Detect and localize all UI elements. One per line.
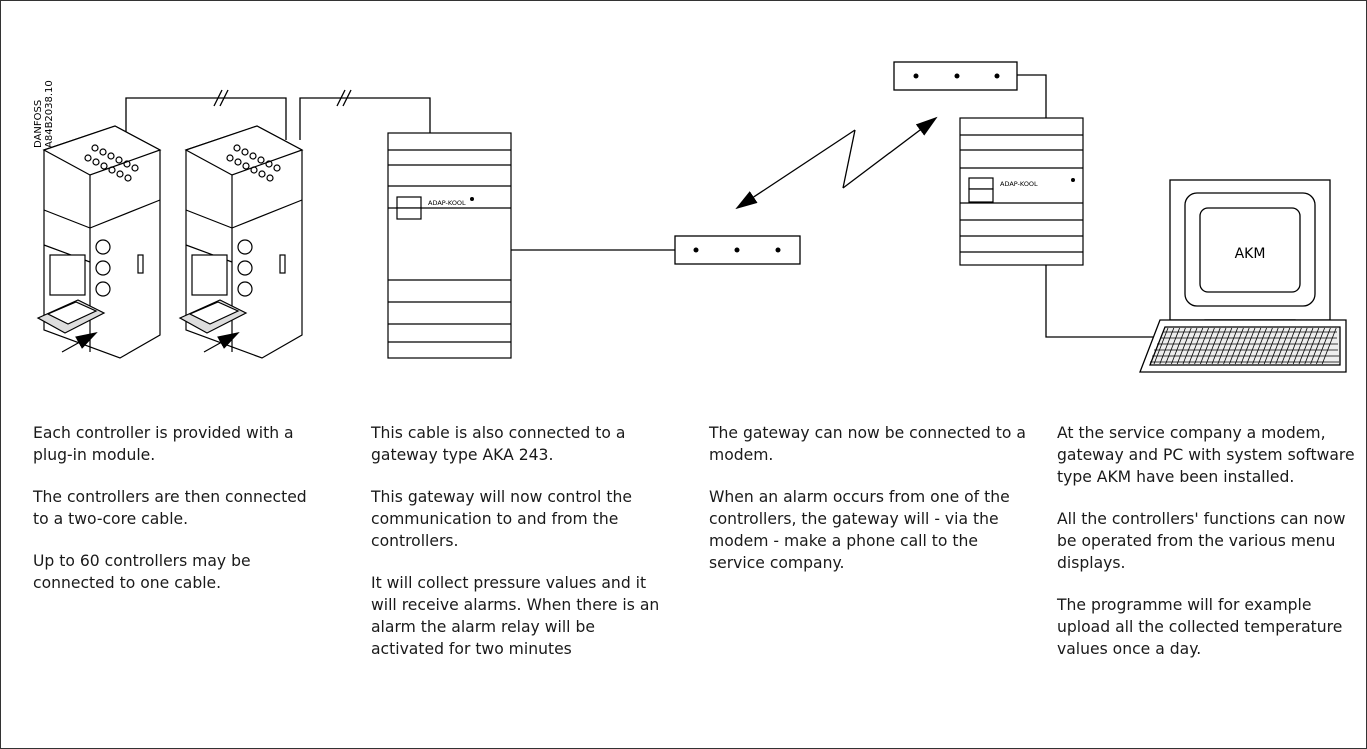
column-1-paragraph-1: Each controller is provided with a plug-… <box>33 424 294 464</box>
description-column-2: This cable is also connected to a gatewa… <box>371 422 661 680</box>
description-column-1: Each controller is provided with a plug-… <box>33 422 323 614</box>
gateway-label-left: ADAP-KOOL <box>428 199 466 207</box>
column-4-paragraph-2: All the controllers' functions can now b… <box>1057 510 1346 572</box>
phone-link <box>735 116 938 210</box>
column-2-paragraph-2: This gateway will now control the commun… <box>371 488 632 550</box>
monitor-label: AKM <box>1235 246 1266 262</box>
pc-workstation <box>1139 179 1347 373</box>
column-4-paragraph-1: At the service company a modem, gateway … <box>1057 424 1355 486</box>
column-2-paragraph-3: It will collect pressure values and it w… <box>371 574 660 658</box>
plug-in-arrow-1 <box>61 332 98 353</box>
reference-code-line2: A84B2038.10 <box>44 80 55 148</box>
reference-code-line1: DANFOSS <box>33 100 44 148</box>
description-column-3: The gateway can now be connected to a mo… <box>709 422 1029 594</box>
keyboard-key-grid <box>1153 327 1337 365</box>
gateway-label-right-mark <box>1071 178 1075 182</box>
reference-code: DANFOSS A84B2038.10 <box>33 80 55 148</box>
controller-unit-2 <box>178 125 304 359</box>
description-column-4: At the service company a modem, gateway … <box>1057 422 1362 680</box>
keyboard-keys <box>1150 331 1339 363</box>
gateway-unit-right <box>959 117 1084 266</box>
column-3-paragraph-2: When an alarm occurs from one of the con… <box>709 488 1010 572</box>
bus-cable <box>125 74 1160 338</box>
column-2-paragraph-1: This cable is also connected to a gatewa… <box>371 424 626 464</box>
gateway-label-right: ADAP-KOOL <box>1000 180 1038 188</box>
column-1-paragraph-3: Up to 60 controllers may be connected to… <box>33 552 251 592</box>
modem-right <box>893 61 1018 91</box>
column-4-paragraph-3: The programme will for example upload al… <box>1057 596 1343 658</box>
controller-unit-1 <box>36 125 162 359</box>
gateway-label-left-mark <box>470 197 474 201</box>
modem-left <box>674 235 801 265</box>
column-3-paragraph-1: The gateway can now be connected to a mo… <box>709 424 1026 464</box>
plug-in-arrow-2 <box>203 332 240 353</box>
network-diagram: DANFOSS A84B2038.10 <box>33 61 1347 373</box>
column-1-paragraph-2: The controllers are then connected to a … <box>33 488 307 528</box>
gateway-unit-left <box>387 132 512 359</box>
